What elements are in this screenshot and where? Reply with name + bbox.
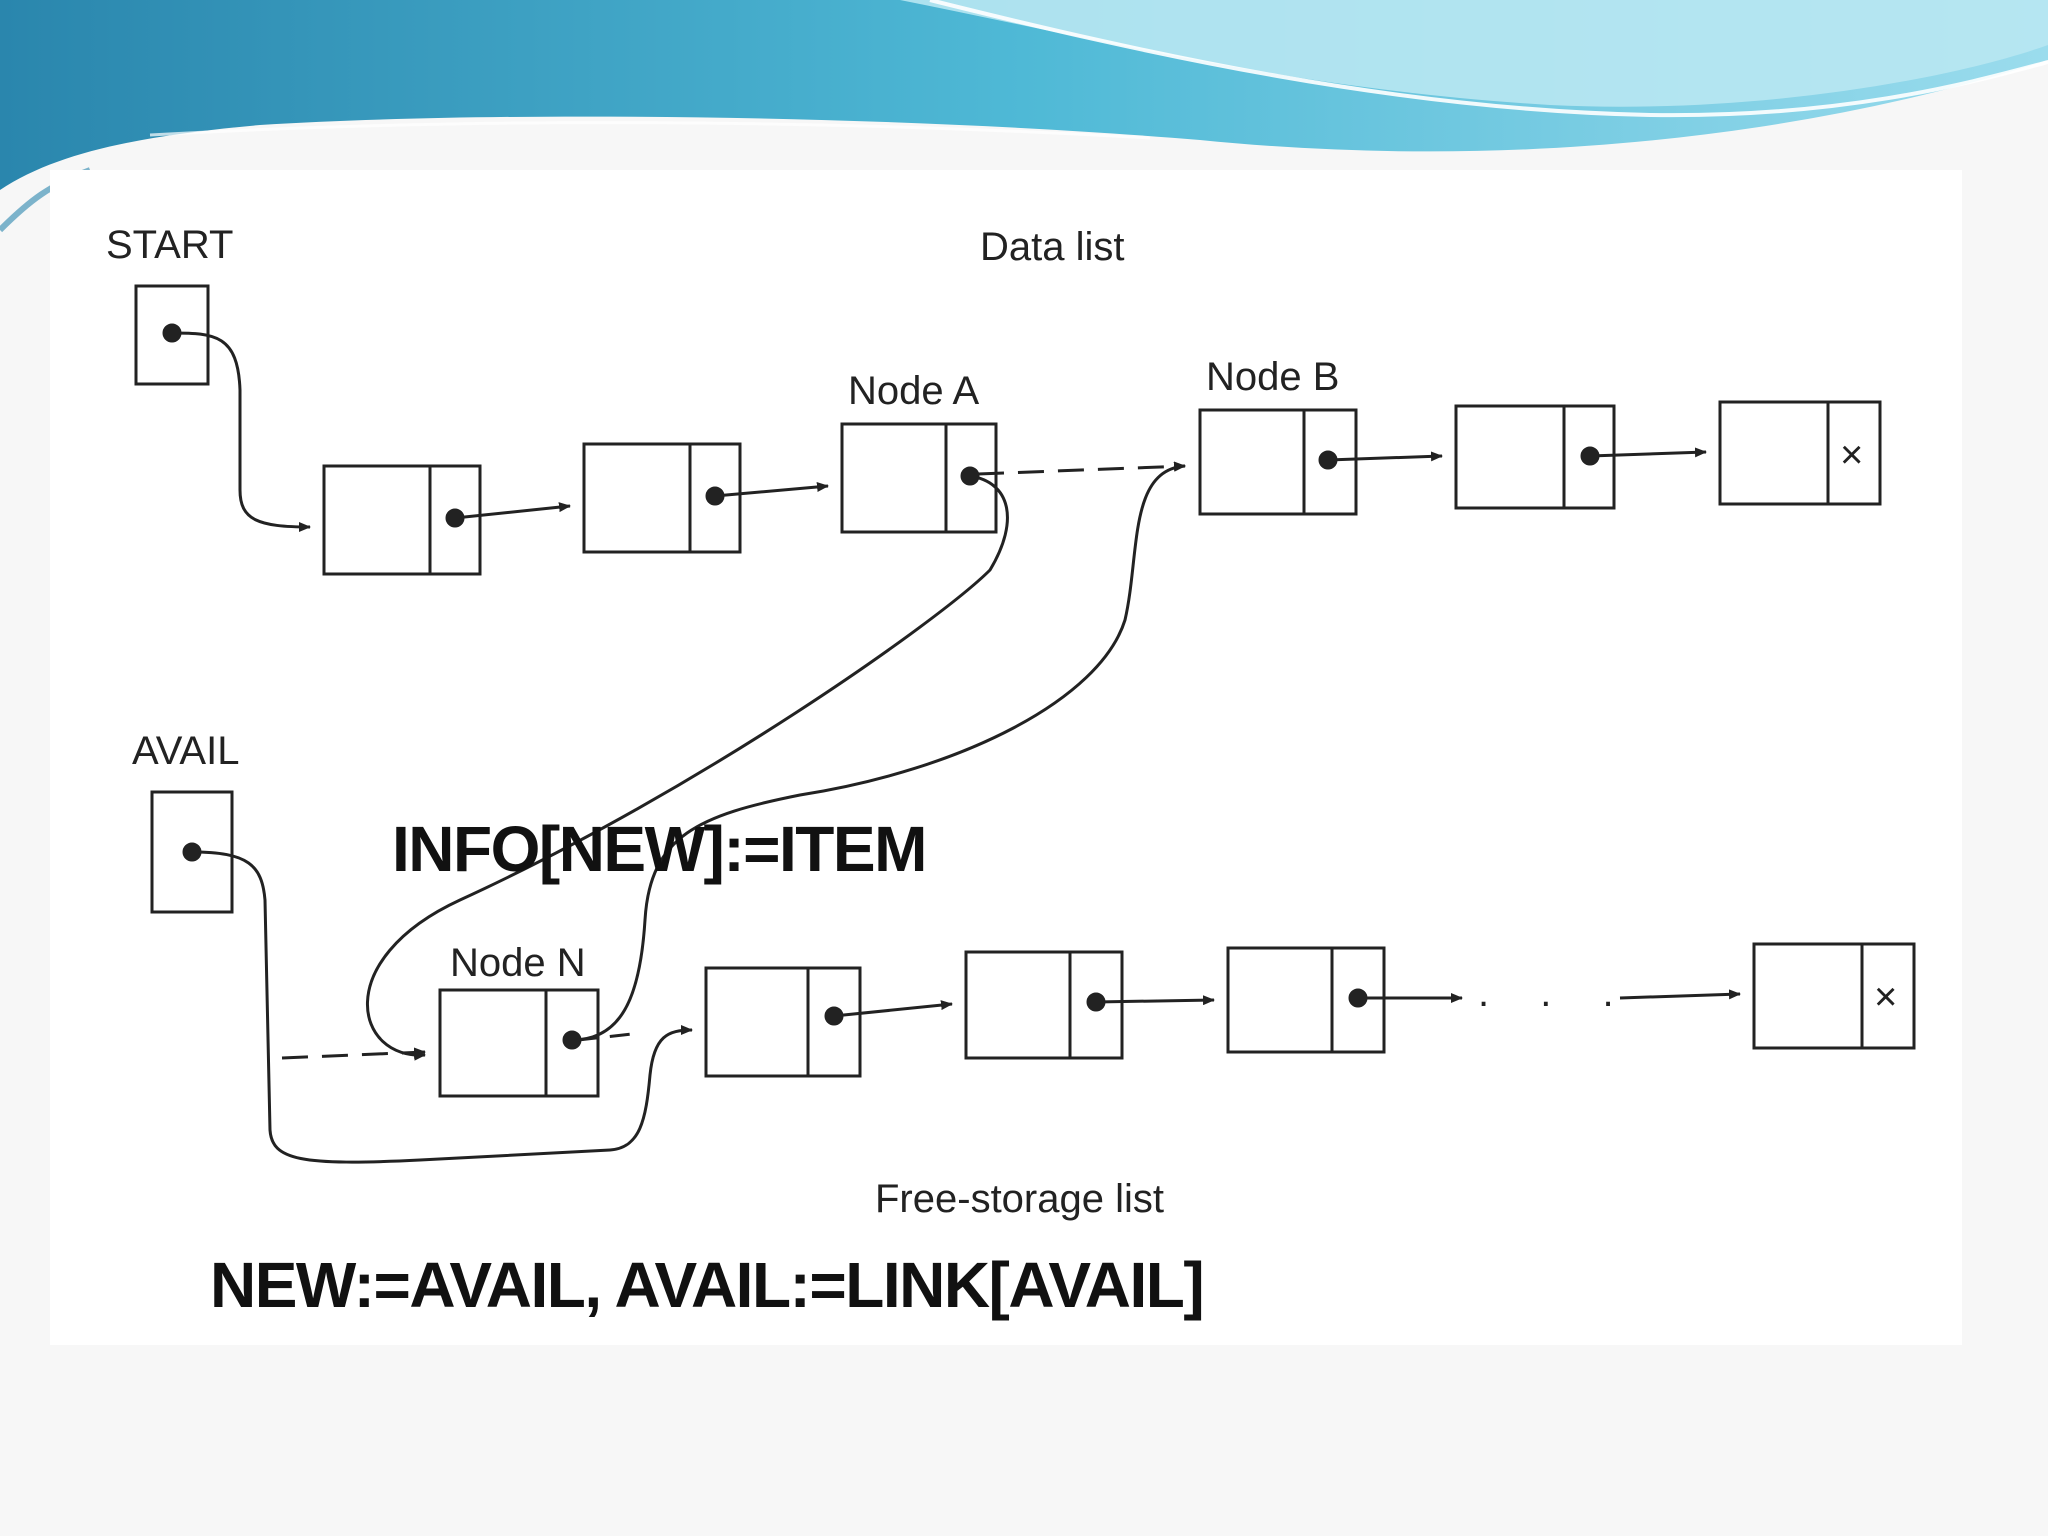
ellipsis-gap: . . . (1478, 971, 1634, 1015)
free-node-4 (1226, 946, 1386, 1054)
info-assignment-text: INFO[NEW]:=ITEM (392, 813, 927, 885)
node-b-label: Node B (1206, 355, 1339, 399)
null-marker-free: × (1874, 975, 1897, 1019)
free-node-2 (704, 966, 862, 1078)
avail-label: AVAIL (132, 729, 239, 773)
free-storage-list-label: Free-storage list (875, 1177, 1164, 1221)
start-label: START (106, 223, 233, 267)
new-avail-assignment-text: NEW:=AVAIL, AVAIL:=LINK[AVAIL] (210, 1249, 1205, 1321)
data-node-b (1198, 408, 1358, 516)
free-node-3 (964, 950, 1124, 1060)
node-a-label: Node A (848, 369, 980, 413)
data-node-1 (322, 464, 482, 576)
data-node-last (1718, 400, 1882, 506)
free-node-last (1752, 942, 1916, 1050)
node-n-label: Node N (450, 941, 586, 985)
avail-pointer-box (150, 790, 234, 914)
diagram-panel (50, 170, 1962, 1345)
free-node-n (438, 988, 600, 1098)
data-list-label: Data list (980, 225, 1125, 269)
data-node-2 (582, 442, 742, 554)
null-marker-data: × (1840, 433, 1863, 477)
header-banner (0, 0, 2048, 233)
